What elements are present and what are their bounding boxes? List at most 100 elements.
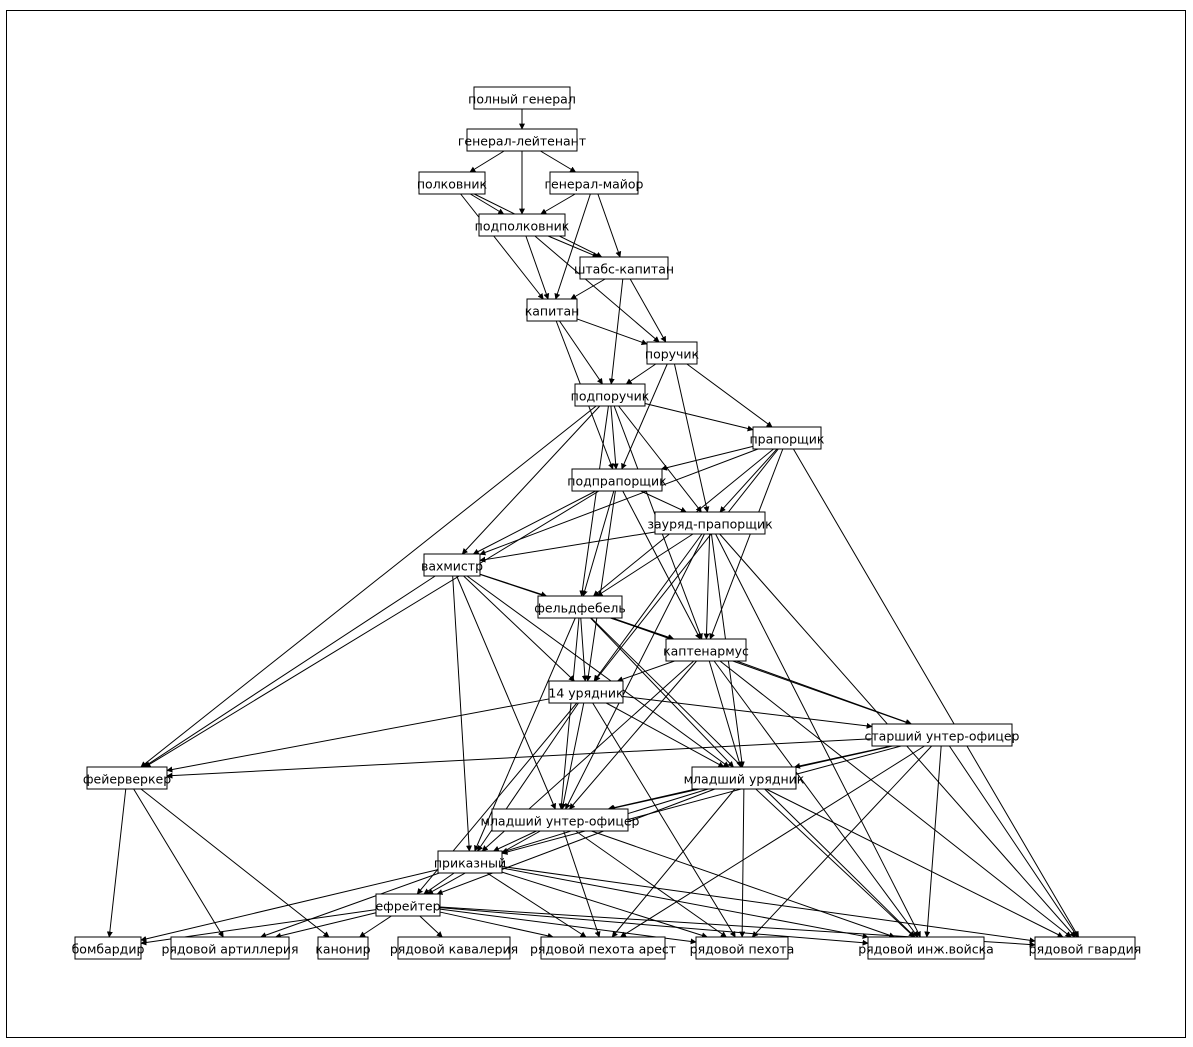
graph-node: ефрейтер <box>375 893 441 917</box>
graph-node: подполковник <box>475 213 570 237</box>
edge-n22-n26 <box>419 915 443 938</box>
edge-n12-n29 <box>715 533 921 938</box>
edge-n14-n19 <box>590 617 734 768</box>
edge-n17-n29 <box>924 745 942 938</box>
edge-n18-n24 <box>133 788 224 938</box>
edge-n17-n30 <box>948 745 1079 938</box>
edge-n4-n6 <box>597 193 622 258</box>
edge-n9-n10 <box>644 403 754 432</box>
edge-n10-n30 <box>792 448 1080 938</box>
node-label: приказный <box>434 856 506 871</box>
node-label: 14 урядник <box>548 686 624 701</box>
graph-node: зауряд-прапорщик <box>647 511 773 535</box>
edge-n15-n29 <box>713 660 919 938</box>
edge-n8-n11 <box>621 363 668 470</box>
node-label: канонир <box>315 942 370 957</box>
graph-node: подпрапорщик <box>567 468 667 492</box>
node-box <box>478 213 566 237</box>
node-label: рядовой пехота арест <box>530 942 676 957</box>
edge-n8-n10 <box>686 363 773 428</box>
edge-n9-n18 <box>140 405 597 768</box>
edge-n21-n29 <box>501 867 869 940</box>
edge-n19-n30 <box>765 788 1064 938</box>
edge-n14-n16 <box>580 617 588 682</box>
node-box <box>752 426 822 450</box>
edge-n22-n24 <box>274 912 377 939</box>
node-box <box>867 936 985 960</box>
graph-node: бомбардир <box>72 936 145 960</box>
edge-n16-n20 <box>560 702 585 810</box>
edge-n13-n20 <box>456 575 556 810</box>
node-label: капитан <box>525 304 580 319</box>
graph-node: вахмистр <box>421 553 483 577</box>
node-label: поручик <box>645 347 700 362</box>
edge-n9-n14 <box>579 405 609 597</box>
edge-n12-n13 <box>479 531 656 563</box>
edge-n22-n27 <box>439 911 554 939</box>
edge-n10-n12 <box>719 448 778 513</box>
edge-n16-n17 <box>622 695 873 729</box>
node-label: рядовой пехота <box>690 942 795 957</box>
node-box <box>491 808 629 832</box>
edge-n17-n21 <box>501 745 902 855</box>
edge-n15-n16 <box>616 660 675 683</box>
edge-n5-n6 <box>547 235 599 258</box>
node-box <box>548 680 624 704</box>
edge-n19-n20 <box>607 788 696 811</box>
graph-node: генерал-майор <box>544 171 644 195</box>
graph-node: рядовой артиллерия <box>161 936 299 960</box>
edge-n5-n8 <box>534 235 660 343</box>
edge-n2-n4 <box>540 150 577 173</box>
node-box <box>646 341 698 365</box>
node-label: младший урядник <box>684 772 805 787</box>
edge-n11-n14 <box>581 490 615 597</box>
graph-node: рядовой кавалерия <box>390 936 518 960</box>
edge-n8-n9 <box>625 363 657 385</box>
node-box <box>654 511 766 535</box>
edge-n15-n20 <box>569 660 697 810</box>
graph-node: старший унтер-офицер <box>865 723 1020 747</box>
node-box <box>375 893 441 917</box>
edge-n16-n19 <box>605 702 725 768</box>
edge-n12-n16 <box>593 533 703 682</box>
graph-node: каптенармус <box>663 638 749 662</box>
node-box <box>665 638 747 662</box>
node-box <box>74 936 142 960</box>
graph-node: рядовой инж.войска <box>858 936 994 960</box>
edge-n10-n11 <box>660 445 754 471</box>
graph-node: капитан <box>525 298 580 322</box>
edge-n9-n11 <box>610 405 619 470</box>
node-box <box>571 468 663 492</box>
edge-n19-n27 <box>611 788 736 938</box>
edge-n6-n9 <box>608 278 624 385</box>
node-box <box>466 128 578 152</box>
node-label: рядовой артиллерия <box>161 942 298 957</box>
edge-n10-n13 <box>479 448 759 556</box>
graph-node: прапорщик <box>750 426 825 450</box>
edge-n20-n29 <box>591 830 896 939</box>
edge-n7-n9 <box>559 320 603 385</box>
edge-n8-n12 <box>673 363 710 513</box>
edge-n17-n27 <box>619 745 925 938</box>
graph-node: фельдфебель <box>534 595 626 619</box>
node-label: полный генерал <box>468 92 576 107</box>
node-box <box>418 171 486 195</box>
edge-n7-n8 <box>576 318 648 346</box>
graph-node: подпоручик <box>571 383 650 407</box>
node-label: штабс-капитан <box>574 262 674 277</box>
node-label: генерал-майор <box>544 177 643 192</box>
edge-n20-n27 <box>563 830 601 938</box>
node-box <box>574 383 646 407</box>
graph-node: рядовой пехота <box>690 936 795 960</box>
node-label: бомбардир <box>72 942 145 957</box>
edge-n19-n28 <box>739 788 746 938</box>
node-box <box>1034 936 1136 960</box>
graph-node: младший унтер-офицер <box>481 808 640 832</box>
graph-node: рядовой гвардия <box>1029 936 1141 960</box>
edge-n19-n29 <box>755 788 915 938</box>
edge-n10-n16 <box>594 448 779 682</box>
node-box <box>691 766 797 790</box>
node-box <box>695 936 789 960</box>
edge-n11-n16 <box>585 490 616 682</box>
node-box <box>423 553 481 577</box>
